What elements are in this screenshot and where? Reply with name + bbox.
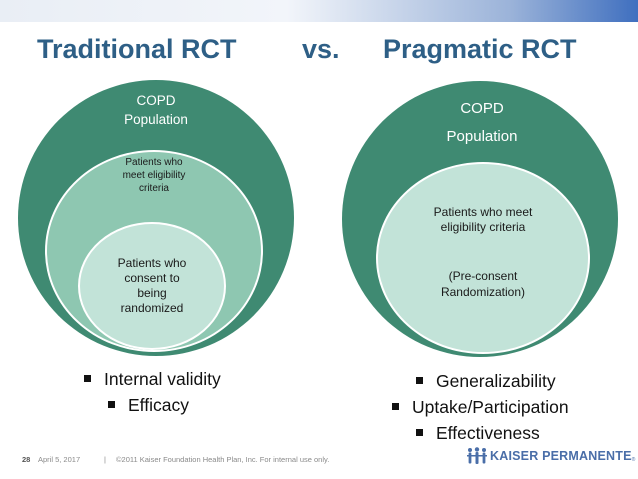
left-middle-label-line1: Patients who: [125, 157, 183, 168]
right-bullet-list: Generalizability Uptake/Participation Ef…: [392, 368, 569, 446]
list-item: Internal validity: [84, 366, 221, 392]
bullet-square-icon: [416, 376, 423, 384]
left-inner-label: Patients who consent to being randomized: [102, 256, 202, 316]
bullet-square-icon: [392, 402, 399, 410]
list-item: Effectiveness: [392, 420, 569, 446]
left-inner-label-line4: randomized: [120, 301, 184, 315]
left-outer-label-line2: Population: [124, 112, 188, 127]
right-inner-label: Patients who meet eligibility criteria: [413, 205, 553, 235]
bullet-square-icon: [108, 400, 115, 408]
bullet-square-icon: [416, 428, 423, 436]
bullet-square-icon: [84, 374, 91, 382]
right-outer-label-line2: Population: [446, 128, 518, 145]
bullet-text: Uptake/Participation: [412, 397, 569, 417]
left-inner-label-line2: consent to: [124, 271, 180, 285]
list-item: Efficacy: [84, 392, 221, 418]
right-inner-note-line1: (Pre-consent: [448, 269, 518, 283]
left-inner-label-line1: Patients who: [117, 256, 187, 270]
left-middle-label-line3: criteria: [138, 183, 169, 194]
left-middle-label: Patients who meet eligibility criteria: [104, 156, 204, 195]
left-outer-label-line1: COPD: [136, 93, 176, 108]
logo-text: KAISER PERMANENTE: [490, 449, 632, 463]
left-middle-label-line2: meet eligibility: [122, 170, 186, 181]
slide-number: 28: [22, 455, 31, 464]
bullet-text: Effectiveness: [436, 423, 540, 443]
footer-copyright: ©2011 Kaiser Foundation Health Plan, Inc…: [116, 455, 330, 464]
left-inner-circle-consented: [78, 222, 226, 350]
kp-people-icon: [467, 447, 487, 464]
right-inner-note-line2: Randomization): [440, 285, 526, 299]
pragmatic-rct-title: Pragmatic RCT: [383, 34, 577, 64]
top-banner: [0, 0, 638, 22]
right-outer-label: COPD Population: [422, 95, 542, 151]
traditional-rct-title: Traditional RCT: [37, 34, 237, 64]
left-bullet-list: Internal validity Efficacy: [84, 366, 221, 418]
right-inner-label-line1: Patients who meet: [433, 205, 533, 219]
vs-label: vs.: [302, 34, 340, 64]
logo-registered-mark: ®: [631, 457, 636, 463]
bullet-text: Efficacy: [128, 395, 189, 415]
right-inner-label-line2: eligibility criteria: [440, 220, 526, 234]
left-inner-label-line3: being: [137, 286, 167, 300]
right-outer-label-line1: COPD: [460, 100, 504, 117]
list-item: Generalizability: [392, 368, 569, 394]
bullet-text: Internal validity: [104, 369, 221, 389]
footer-separator: |: [104, 455, 106, 464]
kaiser-permanente-logo: KAISER PERMANENTE ®: [467, 446, 635, 466]
right-inner-circle-eligible: [376, 162, 590, 354]
right-inner-note: (Pre-consent Randomization): [413, 268, 553, 300]
list-item: Uptake/Participation: [392, 394, 569, 420]
bullet-text: Generalizability: [436, 371, 556, 391]
footer-date: April 5, 2017: [38, 455, 81, 464]
left-outer-label: COPD Population: [96, 91, 216, 129]
